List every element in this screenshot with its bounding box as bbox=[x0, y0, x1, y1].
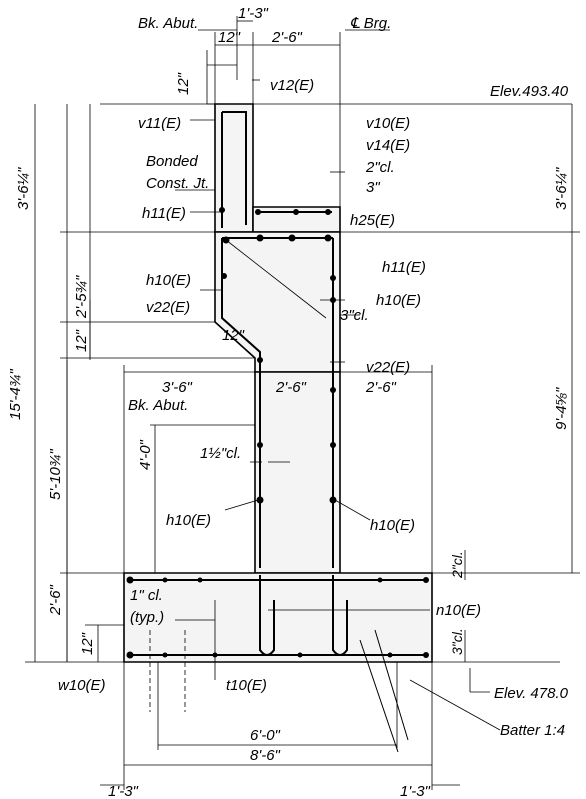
label-dim-12-left: 12" bbox=[175, 72, 192, 95]
label-dim-2-6-right: 2'-6" bbox=[365, 379, 397, 396]
label-cl-3-foot: 3"cl. bbox=[449, 628, 465, 655]
upper-body bbox=[214, 231, 341, 373]
label-v11: v11(E) bbox=[138, 115, 181, 132]
label-cl-2-right: 2"cl. bbox=[449, 551, 465, 579]
label-h10-lower-left: h10(E) bbox=[166, 512, 211, 529]
label-t10: t10(E) bbox=[226, 677, 267, 694]
label-w10: w10(E) bbox=[58, 677, 106, 694]
label-cl-1-typ-1: 1" cl. bbox=[130, 587, 163, 604]
label-dim-2-6-top: 2'-6" bbox=[271, 29, 303, 46]
label-dim-1-3-top: 1'-3" bbox=[238, 5, 269, 22]
label-h25: h25(E) bbox=[350, 212, 395, 229]
label-dim-1-3-bl: 1'-3" bbox=[108, 783, 139, 799]
label-h11-left: h11(E) bbox=[142, 205, 186, 222]
dimension-lines bbox=[25, 16, 580, 790]
label-dim-8-6: 8'-6" bbox=[250, 747, 281, 764]
label-dim-2-6-stem: 2'-6" bbox=[275, 379, 307, 396]
label-bk-abut-mid: Bk. Abut. bbox=[128, 397, 188, 414]
label-cl-1-5: 1½"cl. bbox=[200, 445, 241, 462]
rebar-n10-left bbox=[259, 575, 275, 656]
label-v10: v10(E) bbox=[366, 115, 410, 132]
label-bonded: Bonded bbox=[146, 153, 198, 170]
stem bbox=[254, 371, 341, 574]
label-h10-upper-left: h10(E) bbox=[146, 272, 191, 289]
label-dim-15: 15'-4¾" bbox=[7, 369, 24, 420]
label-dim-1-3-br: 1'-3" bbox=[400, 783, 431, 799]
label-const-jt: Const. Jt. bbox=[146, 175, 209, 192]
label-v22-right: v22(E) bbox=[366, 359, 410, 376]
label-elev-bottom: Elev. 478.0 bbox=[494, 685, 569, 702]
label-dim-6-0: 6'-0" bbox=[250, 727, 281, 744]
label-bk-abut-top: Bk. Abut. bbox=[138, 15, 198, 32]
label-dim-3-6-left: 3'-6¼" bbox=[15, 167, 32, 210]
label-dim-12-haunch: 12" bbox=[222, 327, 245, 344]
label-dim-9: 9'-4⅝" bbox=[553, 387, 570, 430]
label-dim-5-10: 5'-10¾" bbox=[47, 449, 64, 500]
label-dim-2-6-left: 2'-6" bbox=[47, 584, 64, 616]
label-batter: Batter 1:4 bbox=[500, 722, 565, 739]
label-cl-brg: ℄ Brg. bbox=[350, 15, 391, 32]
label-dim-12-footing: 12" bbox=[79, 632, 96, 655]
footing bbox=[123, 572, 433, 663]
label-h10-lower-right: h10(E) bbox=[370, 517, 415, 534]
label-dim-3-6-mid: 3'-6" bbox=[162, 379, 193, 396]
label-v14: v14(E) bbox=[366, 137, 410, 154]
rebar-dots bbox=[126, 207, 429, 659]
label-h11-right: h11(E) bbox=[382, 259, 426, 276]
label-v22-left: v22(E) bbox=[146, 299, 190, 316]
label-dim-3-6-right: 3'-6¼" bbox=[553, 167, 570, 210]
label-dim-3: 3" bbox=[366, 179, 380, 196]
label-v12: v12(E) bbox=[270, 77, 314, 94]
label-dim-12-top: 12" bbox=[218, 29, 241, 46]
rebar-n10-right bbox=[332, 575, 348, 656]
label-n10: n10(E) bbox=[436, 602, 481, 619]
backwall-top bbox=[214, 103, 254, 233]
label-cl-1-typ-2: (typ.) bbox=[130, 609, 164, 626]
label-dim-12-mid: 12" bbox=[73, 329, 90, 352]
label-dim-4-0: 4'-0" bbox=[137, 439, 154, 470]
label-cl-2: 2"cl. bbox=[365, 159, 395, 176]
label-elev-top: Elev.493.40 bbox=[490, 83, 569, 100]
label-cl-3-mid: 3"cl. bbox=[340, 307, 369, 324]
label-h10-upper-right: h10(E) bbox=[376, 292, 421, 309]
rebar-diagonal bbox=[225, 239, 327, 319]
label-dim-2-5: 2'-5¾" bbox=[73, 275, 90, 319]
